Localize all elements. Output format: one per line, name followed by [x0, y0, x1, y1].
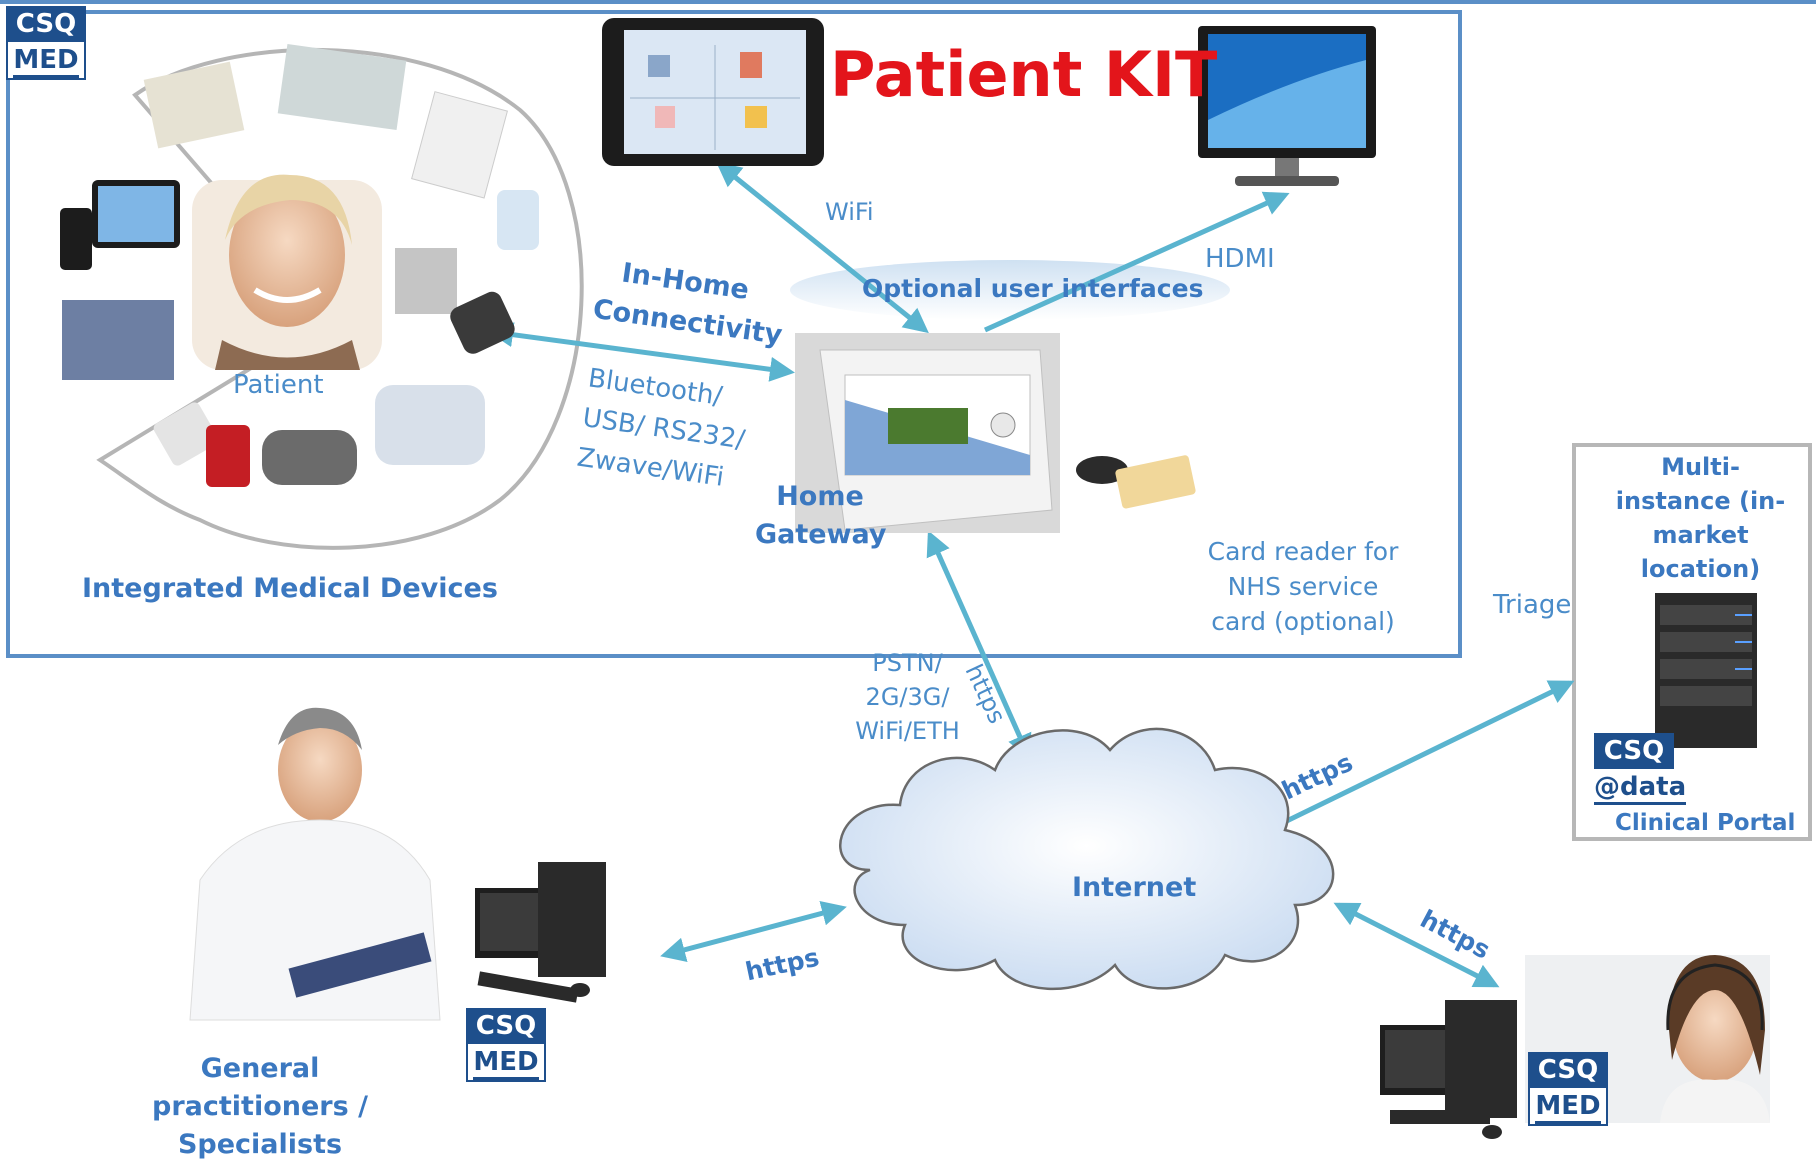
arrow-internet-server [1253, 680, 1575, 838]
clinical-portal-label: Clinical Portal [1615, 810, 1796, 836]
csqmed-logo-gp: CSQ MED [466, 1008, 546, 1082]
logo-line1: CSQ [1594, 733, 1674, 769]
arrow-gp-internet [660, 901, 847, 962]
csqmed-logo-callcenter: CSQ MED [1528, 1052, 1608, 1126]
monitor-device [1198, 26, 1376, 186]
callcenter-agent-photo [1525, 955, 1770, 1123]
doctor-photo [189, 707, 441, 1021]
patient-kit-frame [6, 10, 1462, 658]
home-gateway-label: Home Gateway [755, 481, 887, 550]
top-border-line [0, 0, 1816, 4]
csqmed-logo-topleft: CSQ MED [6, 6, 86, 80]
logo-line2: MED [466, 1044, 546, 1082]
wifi-label: WiFi [825, 198, 874, 226]
arrow-internet-callcenter [1333, 902, 1500, 988]
internet-label: Internet [1072, 872, 1197, 903]
logo-line2: MED [6, 42, 86, 80]
csqdata-logo-server: CSQ @data [1594, 733, 1687, 805]
server-frame [1572, 443, 1812, 841]
bluetooth-label: Bluetooth/ USB/ RS232/ Zwave/WiFi [575, 363, 747, 493]
logo-line1: CSQ [1528, 1052, 1608, 1088]
logo-line2: @data [1594, 769, 1687, 805]
server-title: Multi-instance (in-market location) [1615, 453, 1786, 583]
pstn-label: PSTN/ 2G/3G/ WiFi/ETH [855, 649, 960, 745]
logo-line1: CSQ [466, 1008, 546, 1044]
arrow-gateway-internet [926, 530, 1032, 760]
server-tower [1655, 593, 1757, 748]
triage-label: Triage [1493, 590, 1572, 620]
patient-devices-circle [96, 47, 584, 550]
logo-line2: MED [1528, 1088, 1608, 1126]
patient-photo [192, 174, 382, 370]
patient-kit-title: Patient KIT [830, 38, 1218, 111]
arrow-devices-gateway [488, 322, 795, 382]
arrow-gateway-monitor [983, 191, 1290, 333]
optional-ui-label: Optional user interfaces [862, 274, 1204, 303]
arrow-tablet-gateway [716, 161, 929, 334]
card-reader-label: Card reader for NHS service card (option… [1207, 537, 1399, 636]
home-gateway-device [795, 333, 1060, 533]
devices-label: Integrated Medical Devices [82, 573, 498, 604]
callcenter-computer [1380, 1000, 1517, 1139]
card-reader-device [1076, 455, 1196, 509]
patient-label: Patient [233, 370, 324, 400]
internet-cloud [839, 727, 1335, 991]
tablet-device [602, 18, 824, 166]
logo-line1: CSQ [6, 6, 86, 42]
gp-label: General practitioners / Specialists [152, 1053, 368, 1160]
hdmi-label: HDMI [1205, 244, 1275, 274]
gp-computer [475, 862, 606, 1003]
